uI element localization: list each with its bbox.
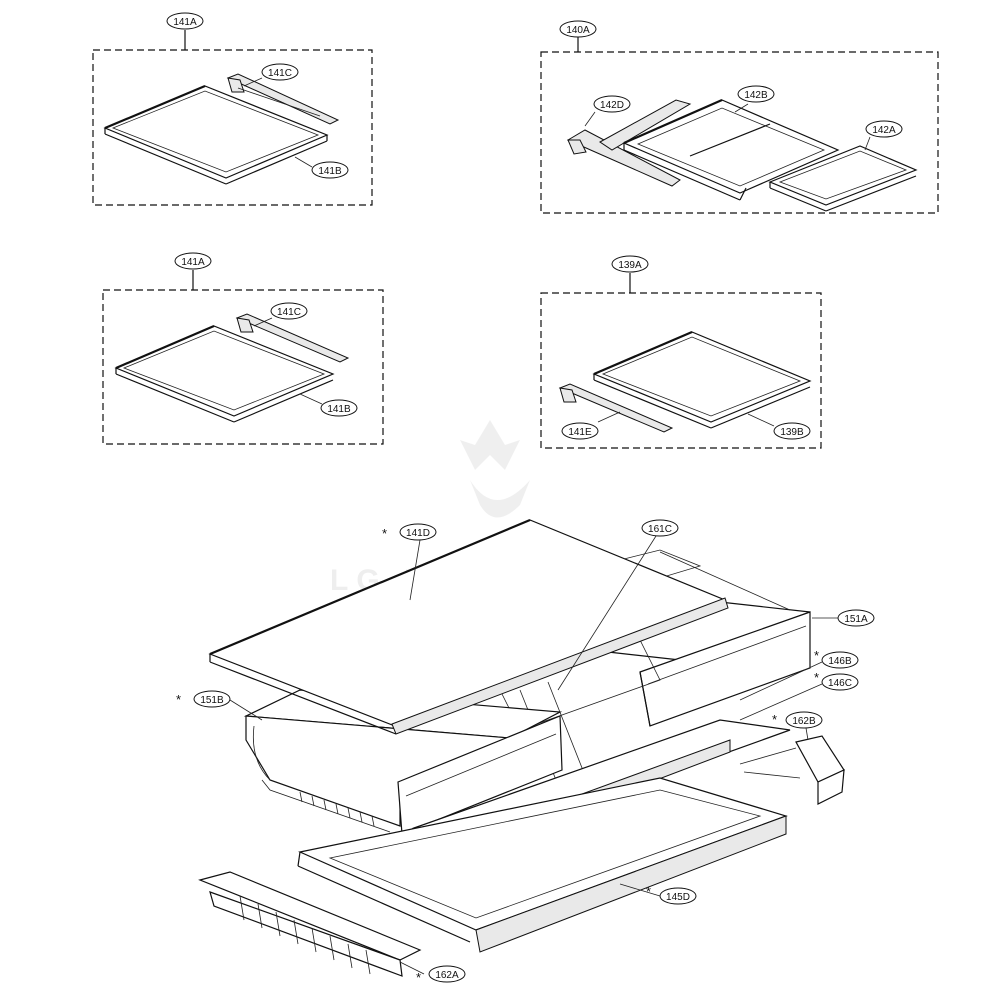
crisper-151b-ribs: [299, 791, 375, 827]
callout-141b-top: [311, 161, 349, 179]
callout-140a: [559, 20, 597, 38]
group-140a-box: [540, 51, 939, 214]
callout-146b: [821, 651, 859, 669]
asterisk-162a: *: [416, 970, 421, 985]
label-141c-top: 141C: [268, 68, 292, 79]
callout-139b: [773, 422, 811, 440]
group-139a: 139A 141E 139B: [540, 255, 822, 449]
asterisk-145d: *: [646, 884, 651, 899]
label-142b: 142B: [744, 90, 768, 101]
callout-141a-mid: [174, 252, 212, 270]
label-161c: 161C: [648, 524, 672, 535]
label-141b-top: 141B: [318, 166, 342, 177]
label-140a: 140A: [566, 25, 590, 36]
callout-141c-top: [261, 63, 299, 81]
callout-151b: [193, 690, 231, 708]
label-151a: 151A: [844, 614, 868, 625]
group-139a-box: [540, 292, 822, 449]
label-141e: 141E: [568, 427, 592, 438]
callout-161c: [641, 519, 679, 537]
label-139a: 139A: [618, 260, 642, 271]
rail-142d: [566, 129, 681, 187]
group-141a-mid: 141A 141C 141B: [102, 252, 384, 445]
label-141c-mid: 141C: [277, 307, 301, 318]
asterisk-146c: *: [814, 670, 819, 685]
label-141a-top: 141A: [173, 17, 197, 28]
callout-145d: [659, 887, 697, 905]
group-140a: 140A 142D 142B 142A: [540, 20, 939, 214]
label-162b: 162B: [792, 716, 816, 727]
rail-141c-mid: [235, 313, 350, 363]
shelf-142a: [768, 145, 918, 206]
callout-141a-top: [166, 12, 204, 30]
callout-146c: [821, 673, 859, 691]
label-151b: 151B: [200, 695, 224, 706]
callout-139a: [611, 255, 649, 273]
rail-141c-top: [226, 73, 340, 125]
label-146c: 146C: [828, 678, 852, 689]
crisper-151b-front: [397, 715, 563, 835]
asterisk-162b: *: [772, 712, 777, 727]
label-142d: 142D: [600, 100, 624, 111]
label-139b: 139B: [780, 427, 804, 438]
label-142a: 142A: [872, 125, 896, 136]
rail-162a: [198, 871, 422, 961]
asterisk-141d: *: [382, 526, 387, 541]
asterisk-146b: *: [814, 648, 819, 663]
callout-141d: [399, 523, 437, 541]
group-141a-top: 141A 141C 141B: [92, 12, 373, 206]
callout-142b: [737, 85, 775, 103]
callout-141e: [561, 422, 599, 440]
callout-162b: [785, 711, 823, 729]
callout-162a: [428, 965, 466, 983]
label-145d: 145D: [666, 892, 690, 903]
label-162a: 162A: [435, 970, 459, 981]
callout-141b-mid: [320, 399, 358, 417]
group-141a-mid-box: [102, 289, 384, 445]
asterisk-151b: *: [176, 692, 181, 707]
label-146b: 146B: [828, 656, 852, 667]
main-assembly: * 141D 161C 151A * 146B * 146C * 162B * …: [176, 518, 875, 985]
label-141d: 141D: [406, 528, 430, 539]
callout-141c-mid: [270, 302, 308, 320]
label-141b-mid: 141B: [327, 404, 351, 415]
rail-162a-slots: [239, 895, 371, 975]
callout-142a: [865, 120, 903, 138]
label-141a-mid: 141A: [181, 257, 205, 268]
callout-151a: [837, 609, 875, 627]
rail-141e: [558, 383, 674, 433]
callout-142d: [593, 95, 631, 113]
group-141a-top-box: [92, 49, 373, 206]
